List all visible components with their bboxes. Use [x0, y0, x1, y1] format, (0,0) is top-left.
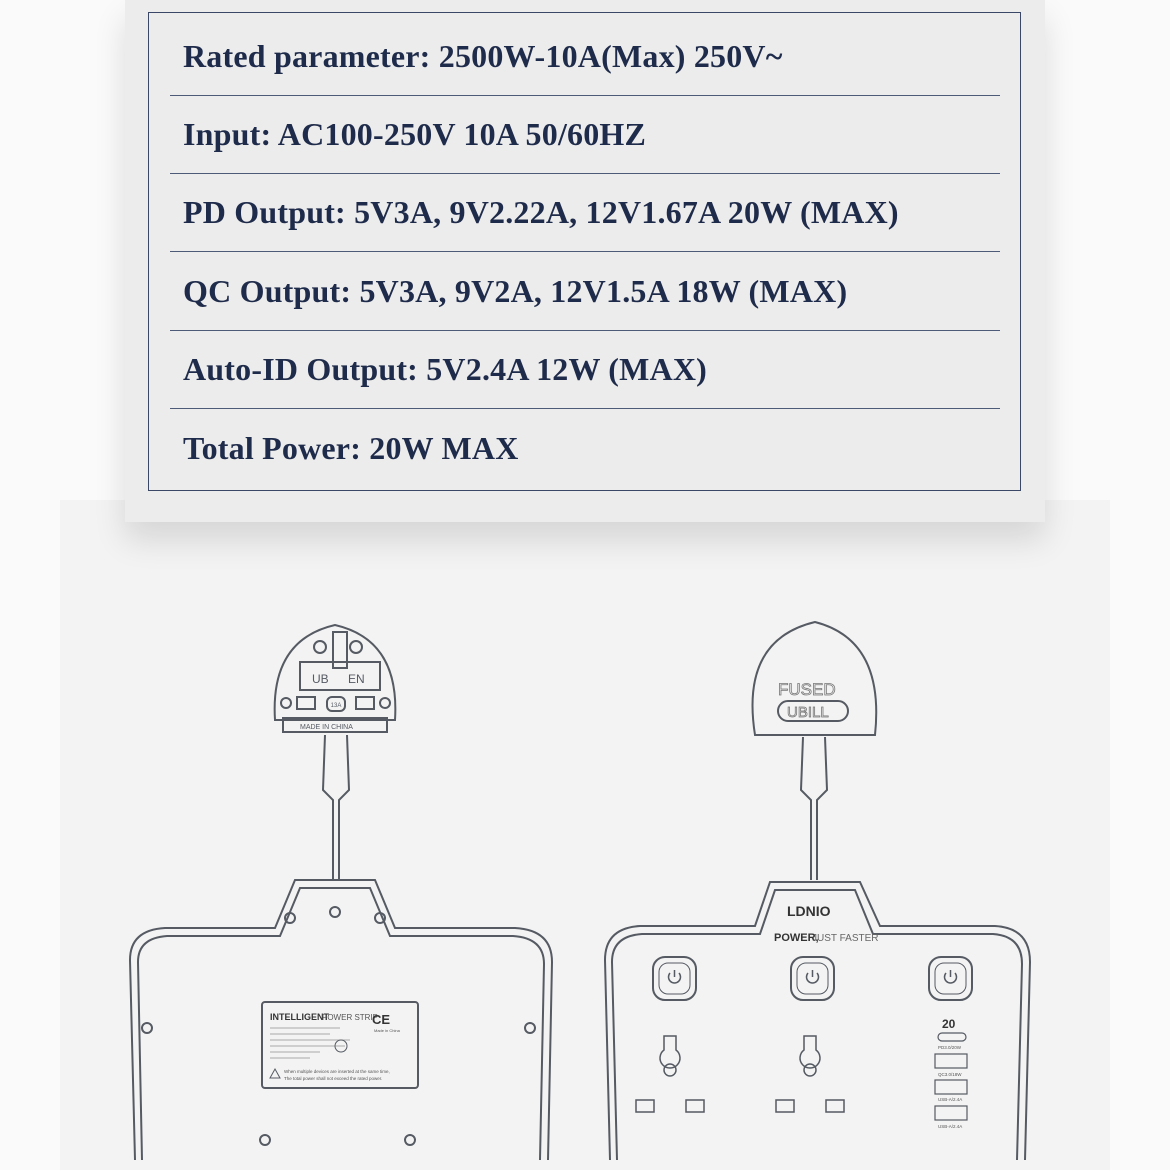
front-view: FUSED UBILL LDNIO POWER, JUST FASTER 20 …: [603, 620, 1032, 1161]
front-strip-outline: [603, 881, 1032, 1161]
usb-c-port[interactable]: [937, 1032, 967, 1042]
usb-a-port-1[interactable]: [934, 1079, 968, 1095]
power-button-1[interactable]: [652, 956, 697, 1001]
warning-icon: [269, 1067, 281, 1079]
plug-ubill-text: UBILL: [787, 704, 829, 721]
front-strip-inner: [610, 889, 1024, 1161]
label-made-in: Made in China: [374, 1028, 401, 1033]
screw: [284, 912, 296, 924]
socket-2: [775, 1035, 845, 1113]
power-button-2[interactable]: [790, 956, 835, 1001]
plug-fused-text: FUSED: [778, 680, 836, 699]
screw: [374, 912, 386, 924]
screw: [329, 906, 341, 918]
spec-qc-output: QC Output: 5V3A, 9V2A, 12V1.5A 18W (MAX): [170, 253, 1000, 331]
earth-pin: [332, 631, 348, 669]
neutral-pin: [355, 696, 375, 710]
spec-card: Rated parameter: 2500W-10A(Max) 250V~ In…: [125, 0, 1045, 522]
label-warning-2: The total power shall not exceed the rat…: [284, 1076, 382, 1081]
spec-autoid-output: Auto-ID Output: 5V2.4A 12W (MAX): [170, 331, 1000, 409]
brand-logo: LDNIO: [787, 903, 831, 919]
earth-mark-icon: [313, 640, 327, 654]
neutral-mark: [379, 697, 391, 709]
screw: [259, 1134, 271, 1146]
fuse-label-left: UB: [312, 672, 329, 686]
port-label-usb-2: USB-A/2.4A: [938, 1124, 962, 1129]
fuse-holder: [299, 661, 381, 691]
cert-circle: [334, 1039, 348, 1053]
plug-info-strip: [282, 717, 388, 733]
usb-a-port-qc[interactable]: [934, 1053, 968, 1069]
back-strip-outline: [128, 879, 554, 1161]
power-button-3[interactable]: [928, 956, 973, 1001]
spec-pd-output: PD Output: 5V3A, 9V2.22A, 12V1.67A 20W (…: [170, 174, 1000, 252]
live-mark: [280, 697, 292, 709]
slogan: JUST FASTER: [812, 933, 879, 944]
e-mark: [349, 640, 363, 654]
usb-a-port-2[interactable]: [934, 1105, 968, 1121]
port-label-usb-1: USB-A/2.4A: [938, 1097, 962, 1102]
port-label-pd: PD3.0/20W: [938, 1045, 962, 1050]
rating-badge: [326, 696, 346, 712]
back-cable: [321, 734, 351, 880]
slogan-bold: POWER,: [774, 932, 819, 944]
rating-label: [261, 1001, 419, 1089]
fuse-label-right: EN: [348, 672, 365, 686]
power-icon: [667, 970, 682, 984]
back-strip-inner: [136, 887, 546, 1161]
live-pin: [296, 696, 316, 710]
plug-badge: [777, 700, 849, 722]
front-cable: [799, 736, 829, 880]
power-icon: [943, 970, 958, 984]
socket-1: [635, 1035, 705, 1113]
spec-total-power: Total Power: 20W MAX: [183, 429, 519, 466]
screw: [524, 1022, 536, 1034]
front-plug-body: [751, 620, 878, 736]
label-brand: INTELLIGENT: [270, 1012, 329, 1022]
ce-mark: CE: [372, 1012, 390, 1027]
spec-input: Input: AC100-250V 10A 50/60HZ: [170, 96, 1000, 174]
back-view: UB EN 13A MADE IN CHINA INTELLIGENT POWE…: [128, 623, 554, 1161]
label-spec-lines: [270, 1027, 350, 1059]
watt-badge: 20: [942, 1017, 956, 1031]
spec-table: Rated parameter: 2500W-10A(Max) 250V~ In…: [148, 12, 1021, 491]
port-label-qc: QC3.0/18W: [938, 1072, 962, 1077]
plug-rating: 13A: [331, 703, 342, 709]
spec-rated: Rated parameter: 2500W-10A(Max) 250V~: [170, 18, 1000, 96]
plug-made-in: MADE IN CHINA: [300, 724, 353, 731]
back-plug-body: [273, 623, 397, 721]
label-warning: When multiple devices are inserted at th…: [284, 1069, 390, 1074]
label-product: POWER STRIP: [322, 1013, 378, 1022]
screw: [404, 1134, 416, 1146]
screw: [141, 1022, 153, 1034]
power-icon: [805, 970, 820, 984]
